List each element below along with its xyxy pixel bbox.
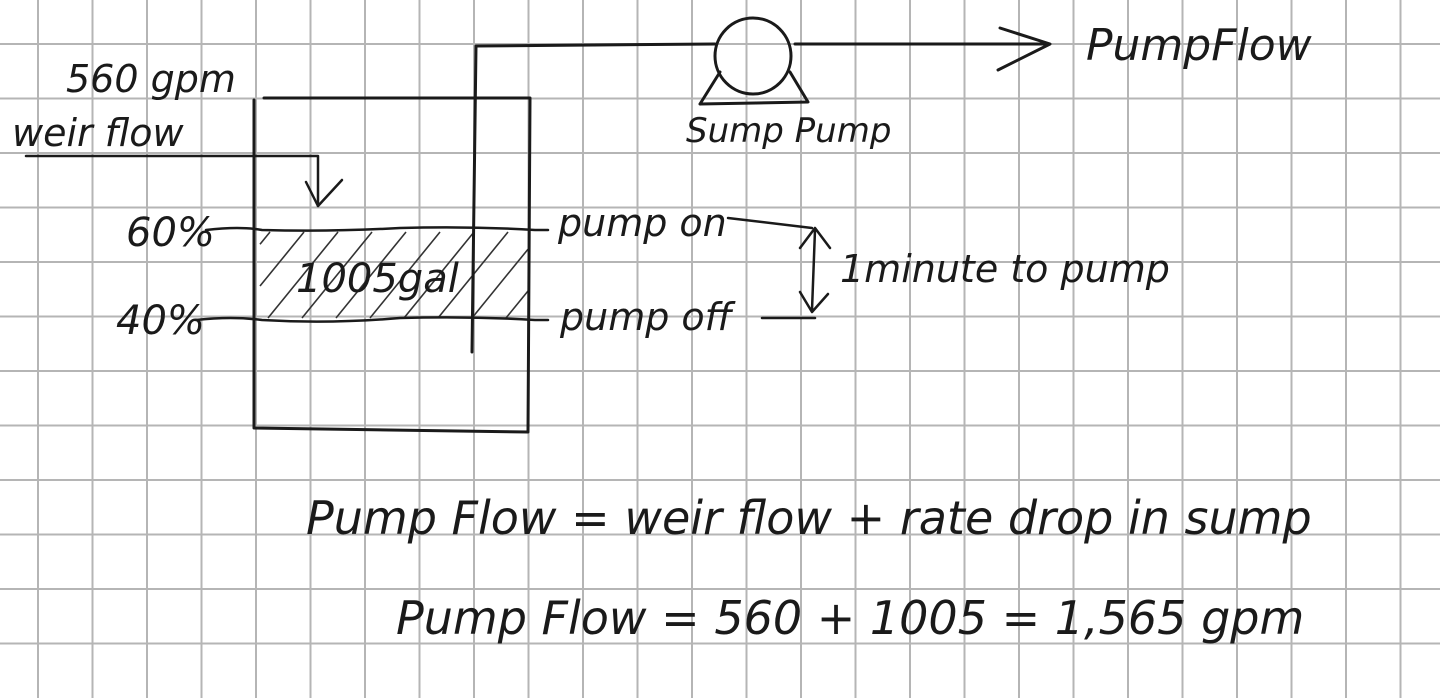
output-pump-flow-label: PumpFlow bbox=[1086, 20, 1313, 71]
time-span-arrow bbox=[798, 226, 832, 314]
level-60-label: 60% bbox=[126, 210, 215, 256]
level-line-60 bbox=[204, 226, 550, 232]
volume-label: 1005gal bbox=[296, 256, 459, 302]
hatch-stroke bbox=[471, 248, 529, 319]
hatch-stroke bbox=[259, 231, 305, 287]
weir-flow-line bbox=[24, 154, 320, 208]
time-to-pump-label: 1minute to pump bbox=[840, 247, 1170, 291]
pump-base bbox=[698, 70, 810, 106]
pump-on-label: pump on bbox=[557, 201, 727, 245]
water-volume-hatch bbox=[259, 231, 529, 319]
level-line-40 bbox=[194, 316, 550, 323]
hatch-stroke bbox=[301, 231, 373, 319]
output-arrow-head bbox=[996, 26, 1052, 72]
hatch-stroke bbox=[259, 231, 271, 245]
hatch-stroke bbox=[369, 231, 441, 319]
pump-circle bbox=[713, 16, 793, 96]
weir-flow-arrow-head bbox=[304, 178, 344, 208]
weir-rate-label: 560 gpm bbox=[66, 57, 236, 101]
equation-line-2: Pump Flow = 560 + 1005 = 1,565 gpm bbox=[396, 591, 1304, 645]
pump-on-leader bbox=[726, 216, 814, 230]
hatch-stroke bbox=[267, 231, 339, 319]
equation-line-1: Pump Flow = weir flow + rate drop in sum… bbox=[306, 491, 1312, 545]
hatch-stroke bbox=[505, 290, 529, 319]
sump-pump-label: Sump Pump bbox=[686, 111, 891, 151]
weir-flow-label: weir flow bbox=[12, 111, 185, 155]
level-40-label: 40% bbox=[116, 298, 205, 344]
hatch-stroke bbox=[403, 231, 475, 319]
pump-off-label: pump off bbox=[559, 295, 736, 339]
hatch-stroke bbox=[335, 231, 407, 319]
discharge-pipe bbox=[470, 42, 1047, 354]
